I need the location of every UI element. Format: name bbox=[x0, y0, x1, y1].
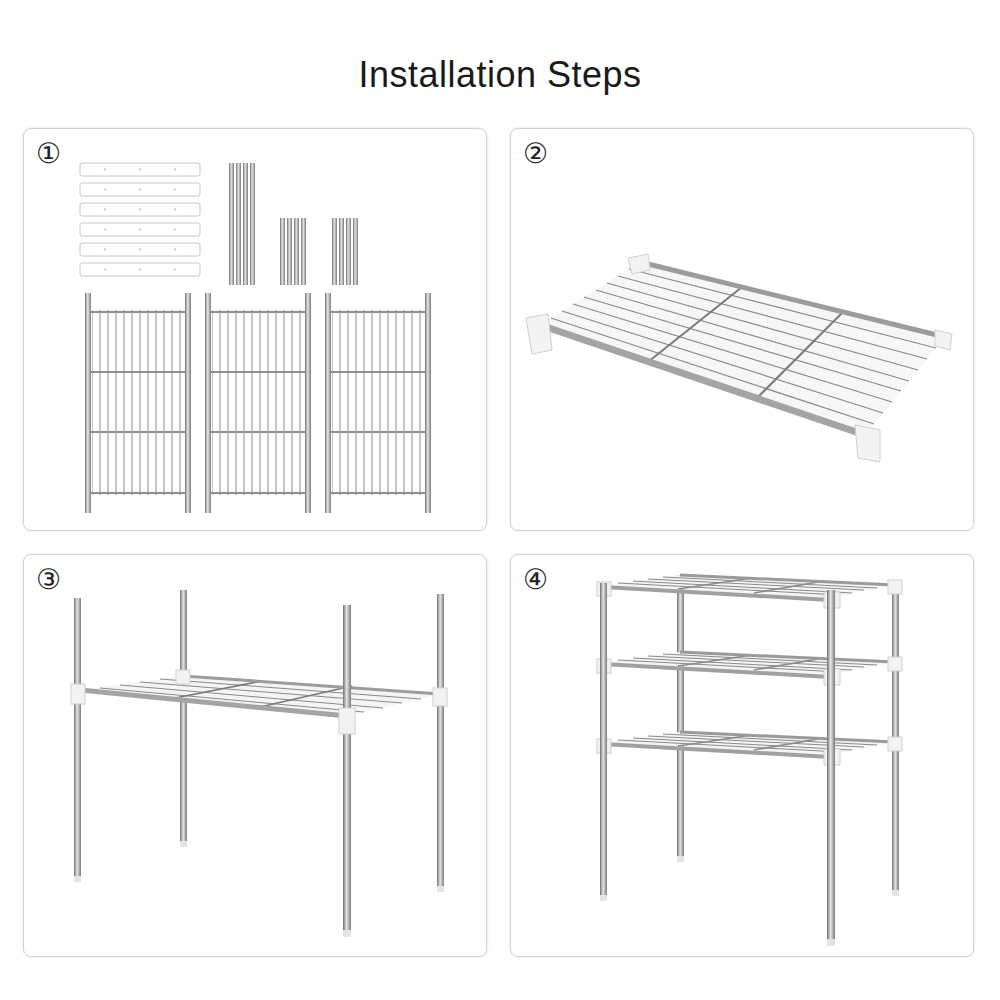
step-panel: ③ bbox=[23, 554, 487, 957]
step-panel: ④ bbox=[510, 554, 974, 957]
page-title: Installation Steps bbox=[0, 54, 1000, 96]
step-number: ③ bbox=[36, 565, 61, 596]
step-panel: ① bbox=[23, 128, 487, 531]
step-number: ② bbox=[523, 139, 548, 170]
step-number: ① bbox=[36, 139, 61, 170]
step-number: ④ bbox=[523, 565, 548, 596]
step-panel: ② bbox=[510, 128, 974, 531]
